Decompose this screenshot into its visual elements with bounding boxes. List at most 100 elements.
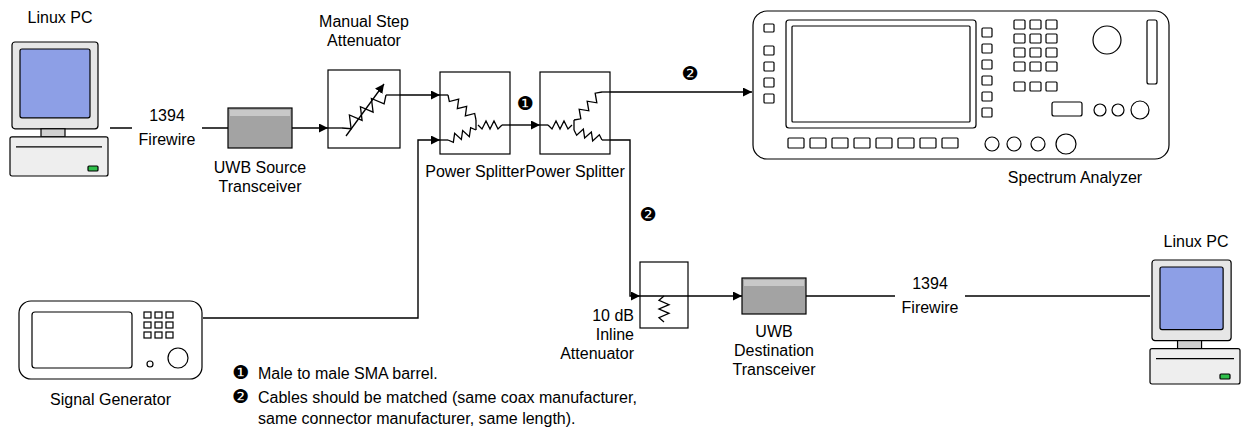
power-splitter-drawing	[540, 72, 610, 154]
device-label: Spectrum Analyzer	[985, 168, 1165, 187]
button	[764, 24, 774, 32]
knob	[168, 348, 188, 368]
resistor-symbol	[478, 121, 502, 129]
splitter-body	[440, 72, 510, 154]
wire	[502, 124, 510, 125]
note-text: Male to male SMA barrel.	[258, 364, 638, 385]
knob	[1056, 134, 1076, 154]
wire	[1156, 358, 1234, 359]
cable-connector	[806, 295, 1150, 296]
wire	[328, 127, 342, 128]
generator-body	[19, 301, 202, 379]
transceiver-box-drawing	[742, 278, 806, 314]
keypad-key	[1014, 62, 1025, 71]
button	[876, 138, 892, 148]
button	[788, 138, 804, 148]
resistor-symbol	[574, 129, 602, 141]
resistor-symbol	[548, 121, 572, 129]
device-label: 10 dB Inline Attenuator	[550, 306, 634, 364]
keypad-key	[1030, 62, 1041, 71]
softkey	[982, 92, 992, 101]
variable-arrow	[346, 84, 384, 136]
wire	[602, 91, 610, 92]
screen-inner	[792, 26, 970, 122]
keypad-key	[155, 322, 162, 328]
callout-number: ❷	[232, 385, 256, 410]
button	[810, 138, 826, 148]
knob	[1007, 137, 1021, 151]
knob	[1031, 137, 1045, 151]
attenuator-body	[640, 262, 688, 328]
power-led	[1220, 374, 1230, 379]
computer-icon: Linux PC	[1150, 258, 1242, 388]
wire	[440, 139, 448, 140]
splitter-body	[540, 72, 610, 154]
stand	[41, 129, 65, 137]
power-led	[88, 166, 98, 171]
button	[764, 78, 774, 87]
device-box	[228, 108, 292, 148]
keypad-key	[166, 312, 173, 318]
device-label: Manual Step Attenuator	[298, 12, 430, 50]
screen	[1160, 267, 1223, 330]
analyzer-body	[753, 11, 1169, 159]
step-attenuator: Manual Step Attenuator	[328, 70, 400, 148]
knob	[1093, 26, 1121, 54]
knob	[1094, 104, 1106, 116]
stand	[1178, 341, 1202, 349]
screen	[20, 49, 90, 118]
cable-label: 1394 Firewire	[895, 272, 965, 320]
button	[764, 62, 774, 71]
callout-number: ❶	[232, 361, 256, 386]
power-splitter-drawing	[440, 72, 510, 154]
computer-icon: Linux PC	[10, 40, 110, 180]
monitor	[1152, 260, 1231, 341]
knob	[147, 361, 153, 367]
step-attenuator-drawing	[328, 70, 400, 148]
keypad-key	[155, 312, 162, 318]
base-unit	[10, 137, 108, 176]
wire	[16, 146, 102, 147]
softkey	[982, 108, 992, 117]
softkey	[982, 60, 992, 69]
wire	[602, 139, 610, 140]
transceiver-box: UWB Source Transceiver	[228, 108, 292, 148]
wire	[475, 120, 476, 130]
screen	[786, 20, 976, 128]
button	[942, 138, 958, 148]
keypad-key	[1046, 62, 1057, 71]
device-label: UWB Source Transceiver	[195, 158, 325, 196]
keypad-key	[1014, 48, 1025, 57]
keypad-key	[1014, 82, 1025, 91]
monitor	[12, 42, 98, 129]
keypad-key	[166, 322, 173, 328]
disk-slot	[1147, 20, 1157, 84]
inline-attenuator: 10 dB Inline Attenuator	[640, 262, 688, 328]
highlight	[744, 280, 804, 286]
keypad-key	[1030, 20, 1041, 29]
button	[764, 94, 774, 103]
knob	[985, 137, 999, 151]
device-label: UWB Destination Transceiver	[719, 322, 829, 380]
wire	[573, 120, 574, 130]
button	[1052, 102, 1082, 116]
keypad-key	[144, 312, 151, 318]
note-text: Cables should be matched (same coax manu…	[258, 388, 656, 430]
keypad-key	[1014, 20, 1025, 29]
attenuator-body	[328, 70, 400, 148]
knob	[1131, 101, 1149, 119]
cable-connector	[292, 127, 328, 128]
button	[854, 138, 870, 148]
softkey	[982, 44, 992, 53]
callout-number: ❷	[678, 60, 701, 89]
keypad-key	[166, 332, 173, 338]
keypad-key	[155, 332, 162, 338]
cable-connector	[688, 295, 742, 296]
inline-attenuator-drawing	[640, 262, 688, 328]
resistor-symbol	[448, 128, 476, 143]
keypad-key	[1046, 48, 1057, 57]
softkey	[982, 76, 992, 85]
device-label: Signal Generator	[18, 390, 203, 409]
signal-generator-drawing	[18, 300, 203, 380]
power-splitter: Power Splitter	[440, 72, 510, 154]
